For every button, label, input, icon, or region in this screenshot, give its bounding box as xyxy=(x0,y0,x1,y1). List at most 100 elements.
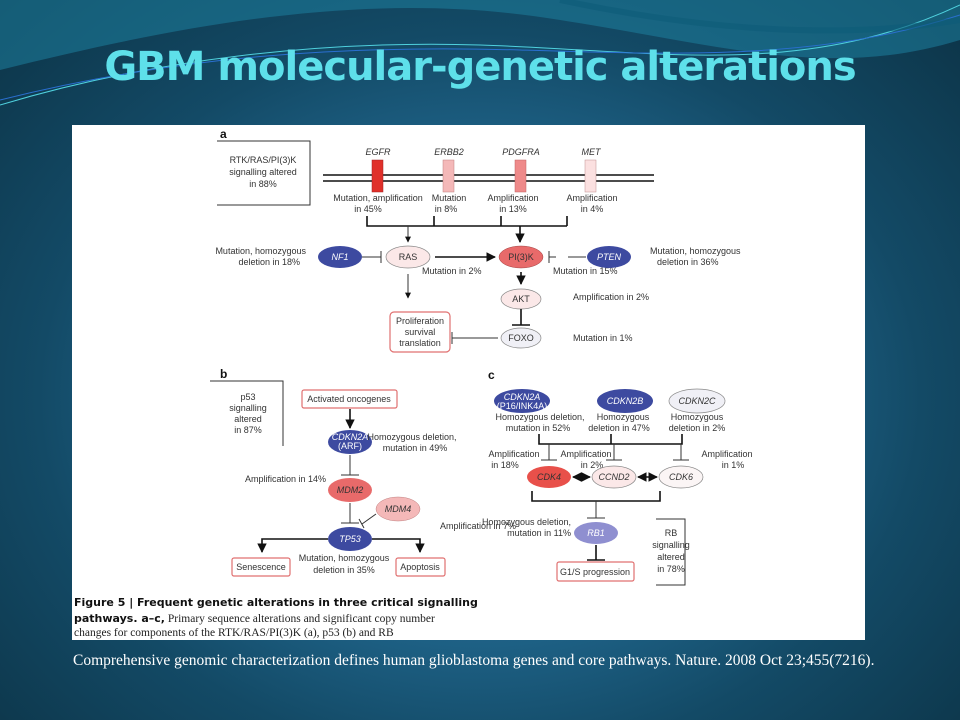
rb-summary-box xyxy=(656,518,686,586)
panel-b: b p53 signalling altered in 87% Activate… xyxy=(210,367,516,577)
arrow-tp53-apoptosis xyxy=(372,538,425,553)
rb1-note: mutation in 11% xyxy=(507,528,571,538)
citation: Comprehensive genomic characterization d… xyxy=(73,652,875,669)
node-pten-label: PTEN xyxy=(597,252,622,262)
cdkn2a-note: Homozygous deletion, xyxy=(495,412,584,422)
receptor-pdgfra xyxy=(514,159,527,193)
node-mdm2-label: MDM2 xyxy=(337,485,364,495)
caption-line-3: changes for components of the RTK/RAS/PI… xyxy=(74,627,394,639)
receptor-note: in 4% xyxy=(581,204,604,214)
rb1-note: Homozygous deletion, xyxy=(482,517,571,527)
cdk6-note: in 1% xyxy=(722,460,745,470)
p53-summary-line: p53 xyxy=(240,392,255,402)
node-rb1-label: RB1 xyxy=(587,528,605,538)
senescence-box xyxy=(231,557,291,577)
receptor-note: Amplification xyxy=(487,193,538,203)
node-mdm2 xyxy=(328,478,372,502)
cdkn2c-note: Homozygous xyxy=(671,412,724,422)
node-pten xyxy=(587,246,631,268)
node-pi3k-label: PI(3)K xyxy=(508,252,534,262)
cdk4-note: in 18% xyxy=(491,460,519,470)
apoptosis-box xyxy=(395,557,446,577)
receptor-met xyxy=(584,159,597,193)
inhibitor-bracket xyxy=(538,434,683,445)
outcome-box xyxy=(389,311,451,353)
cdk6-note: Amplification xyxy=(701,449,752,459)
inhibit-foxo-outcome xyxy=(451,332,498,344)
g1s-box xyxy=(556,561,635,582)
receptor-label: EGFR xyxy=(365,147,391,157)
rtk-summary-box xyxy=(217,140,311,206)
inhibit-g1s xyxy=(587,545,605,561)
receptor-note: Mutation xyxy=(432,193,467,203)
pathway-diagram: a RTK/RAS/PI(3)K signalling altered in 8… xyxy=(74,127,753,639)
node-rb1 xyxy=(574,522,618,544)
node-cdkn2a-p16 xyxy=(494,389,550,413)
receptor-label: MET xyxy=(582,147,603,157)
p53-summary-box xyxy=(210,380,284,446)
node-foxo xyxy=(500,327,542,349)
nf1-note: Mutation, homozygous xyxy=(215,246,306,256)
node-foxo-label: FOXO xyxy=(508,333,534,343)
senescence-label: Senescence xyxy=(236,562,286,572)
figure-caption: Figure 5 | Frequent genetic alterations … xyxy=(74,596,478,639)
node-tp53 xyxy=(328,527,372,551)
inhibit-nf1-ras xyxy=(362,251,382,263)
apoptosis-label: Apoptosis xyxy=(400,562,440,572)
receptor-note: in 8% xyxy=(435,204,458,214)
node-mdm4-label: MDM4 xyxy=(385,504,412,514)
outcome-line: survival xyxy=(405,327,436,337)
panel-a: a RTK/RAS/PI(3)K signalling altered in 8… xyxy=(215,127,741,353)
node-cdk6-label: CDK6 xyxy=(669,472,693,482)
g1s-label: G1/S progression xyxy=(560,567,630,577)
rtk-summary-line: in 88% xyxy=(249,179,277,189)
node-pi3k xyxy=(498,245,544,269)
panel-a-label: a xyxy=(220,127,227,141)
outcome-line: translation xyxy=(399,338,441,348)
oncogenes-label: Activated oncogenes xyxy=(307,394,391,404)
rb-summary-line: in 78% xyxy=(657,564,685,574)
pten-note: Mutation, homozygous xyxy=(650,246,741,256)
rb-summary-line: signalling xyxy=(652,540,690,550)
node-nf1-label: NF1 xyxy=(331,252,348,262)
figure-panel: a RTK/RAS/PI(3)K signalling altered in 8… xyxy=(72,125,865,640)
cdkn2c-note: deletion in 2% xyxy=(669,423,726,433)
receptor-label: ERBB2 xyxy=(434,147,464,157)
cdk-bracket xyxy=(531,491,661,502)
pten-note: deletion in 36% xyxy=(657,257,719,267)
panel-c-label: c xyxy=(488,368,495,382)
p53-summary-line: altered xyxy=(234,414,262,424)
node-ccnd2-label: CCND2 xyxy=(598,472,629,482)
receptor-erbb2 xyxy=(442,159,455,193)
cdkn2a-note: Homozygous deletion, xyxy=(367,432,456,442)
p53-summary-line: in 87% xyxy=(234,425,262,435)
receptor-note: in 45% xyxy=(354,204,382,214)
panel-c: c CDKN2A (P16/INK4A) CDKN2B CDKN2C Homoz… xyxy=(482,368,753,586)
oncogenes-box xyxy=(301,389,398,409)
ccnd2-note: Amplification xyxy=(560,449,611,459)
inhibit-rb1 xyxy=(587,501,605,519)
inhibit-pten-pi3k xyxy=(548,251,586,263)
node-cdk4 xyxy=(527,466,571,488)
rb-summary-line: altered xyxy=(657,552,685,562)
node-ccnd2 xyxy=(591,465,637,489)
receptor-note: Mutation, amplification xyxy=(333,193,423,203)
arrow-tp53-senescence xyxy=(257,538,328,553)
tp53-note: deletion in 35% xyxy=(313,565,375,575)
node-cdkn2a-label: (P16/INK4A) xyxy=(497,401,548,411)
node-cdkn2a-label: CDKN2A xyxy=(504,392,541,402)
node-nf1 xyxy=(318,246,362,268)
rtk-summary-line: RTK/RAS/PI(3)K xyxy=(230,155,297,165)
node-ras-label: RAS xyxy=(399,252,418,262)
cdkn2b-note: deletion in 47% xyxy=(588,423,650,433)
receptor-label: PDGFRA xyxy=(502,147,540,157)
cdkn2a-note: mutation in 49% xyxy=(383,443,448,453)
rb-summary-line: RB xyxy=(665,528,678,538)
ccnd2-note: in 2% xyxy=(581,460,604,470)
inhibit-mdm4-tp53 xyxy=(358,513,377,529)
node-cdkn2b-label: CDKN2B xyxy=(607,396,644,406)
cdkn2b-note: Homozygous xyxy=(597,412,650,422)
ras-note: Mutation in 2% xyxy=(422,266,482,276)
inhibit-cdks xyxy=(541,444,689,461)
